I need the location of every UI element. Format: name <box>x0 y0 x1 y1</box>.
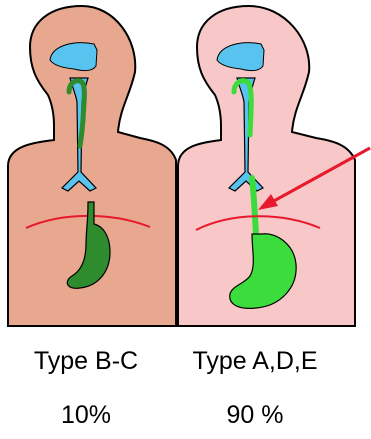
left-panel <box>8 6 176 326</box>
left-percent-label: 10% <box>11 400 161 430</box>
left-type-label: Type B-C <box>11 346 161 376</box>
right-percent-label: 90 % <box>180 400 330 430</box>
right-panel <box>178 6 355 326</box>
right-type-label: Type A,D,E <box>180 346 330 376</box>
right-esophagus-distal <box>252 178 256 236</box>
